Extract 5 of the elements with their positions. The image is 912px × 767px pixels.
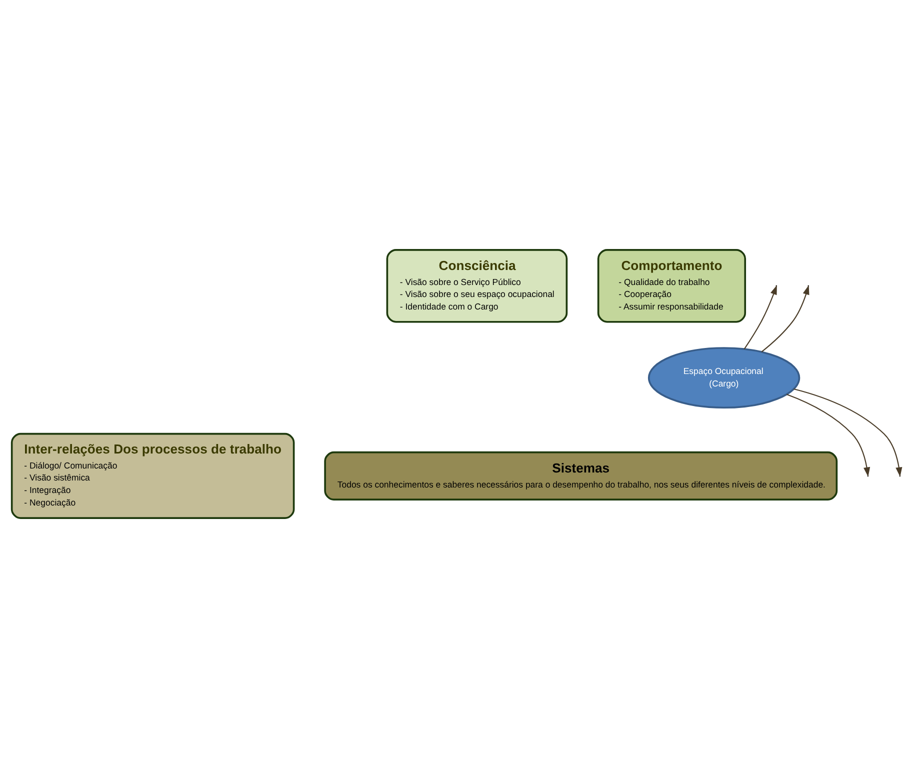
node-ellipse: Espaço Ocupacional (Cargo) bbox=[648, 346, 800, 408]
node-box: Sistemas Todos os conhecimentos e saberes necessários para o desempenho do trabalho, nos seus diferentes níveis de complexidade. bbox=[324, 450, 838, 500]
node-box: Consciência - Visão sobre o Serviço Público - Visão sobre o seu espaço ocupacional - Identidade com o Cargo bbox=[386, 248, 568, 322]
node-box: Comportamento - Qualidade do trabalho - Cooperação - Assumir responsabilidade bbox=[597, 248, 746, 322]
node-box: Inter-relações Dos processos de trabalho - Diálogo/ Comunicação - Visão sistêmica - Integração - Negociação bbox=[10, 432, 295, 518]
